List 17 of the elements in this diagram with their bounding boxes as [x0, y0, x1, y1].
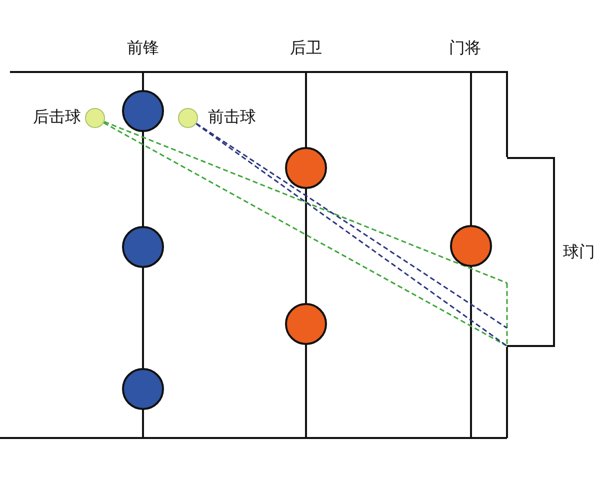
shot-path-line — [103, 122, 508, 347]
goal-label: 球门 — [563, 242, 595, 262]
column-heading: 后卫 — [290, 38, 322, 59]
player-marker — [450, 225, 492, 267]
player-marker — [285, 147, 327, 189]
shot-path-line — [104, 121, 508, 284]
player-marker — [122, 226, 164, 268]
ball-marker — [178, 108, 198, 128]
ball-marker — [85, 108, 105, 128]
player-marker — [285, 303, 327, 345]
player-marker — [122, 368, 164, 410]
column-heading: 前锋 — [127, 38, 159, 59]
player-marker — [122, 90, 164, 132]
ball-label: 后击球 — [33, 107, 81, 127]
column-heading: 门将 — [449, 38, 481, 59]
goal-outline — [507, 157, 555, 347]
ball-label: 前击球 — [208, 107, 256, 127]
